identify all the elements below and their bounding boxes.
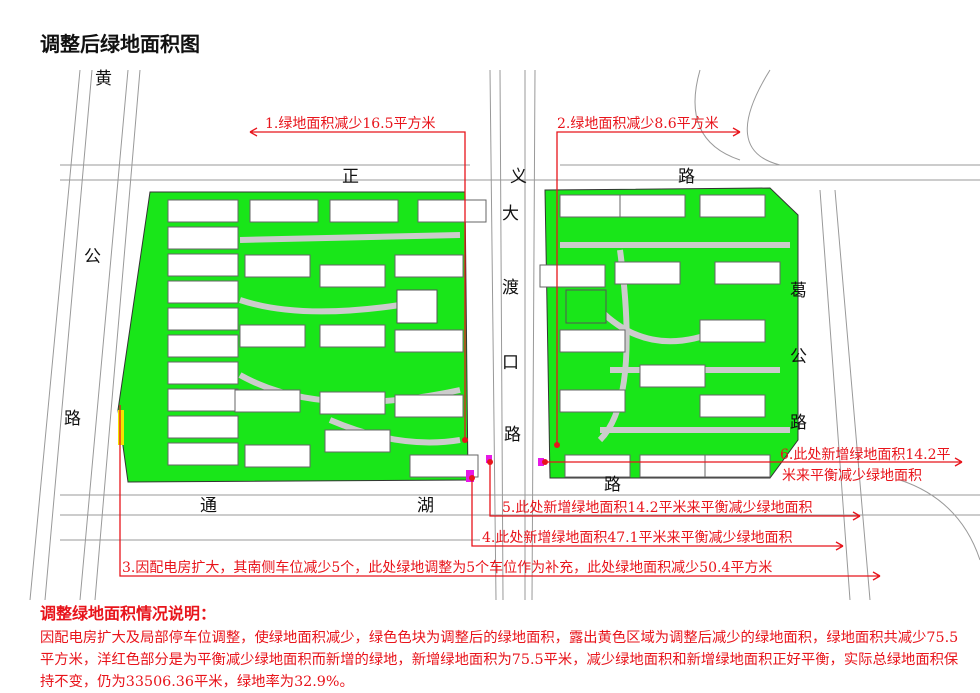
road-label: 路 bbox=[790, 413, 807, 433]
page-title: 调整后绿地面积图 bbox=[40, 32, 200, 56]
building bbox=[639, 364, 706, 388]
anchor-dots bbox=[462, 437, 560, 481]
annotation-4: 4.此处新增绿地面积47.1平米来平衡减少绿地面积 bbox=[482, 530, 793, 546]
building bbox=[394, 329, 464, 353]
building bbox=[394, 254, 464, 278]
buildings bbox=[167, 194, 781, 478]
building bbox=[167, 442, 239, 466]
building bbox=[167, 307, 239, 331]
building bbox=[559, 194, 626, 218]
added-area-6 bbox=[538, 458, 544, 466]
added-area-5 bbox=[486, 455, 492, 463]
building bbox=[704, 454, 771, 478]
building bbox=[239, 324, 306, 348]
road-label: 黄 bbox=[95, 69, 112, 89]
plaza-east bbox=[565, 289, 607, 324]
site-plan: 黄 公 路 正 义 路 大 渡 口 路 葛 公 路 通 湖 路 1.绿地面积减少… bbox=[29, 69, 980, 600]
building bbox=[244, 444, 311, 468]
annotation-1: 1.绿地面积减少16.5平方米 bbox=[265, 116, 436, 132]
building bbox=[699, 394, 766, 418]
road-label: 口 bbox=[502, 353, 519, 373]
building bbox=[699, 194, 766, 218]
building bbox=[699, 319, 766, 343]
road-label: 义 bbox=[510, 167, 527, 187]
annotation-6-line2: 米来平衡减少绿地面积 bbox=[782, 468, 922, 484]
road-label: 路 bbox=[64, 409, 81, 429]
plaza-west bbox=[396, 289, 438, 324]
building bbox=[319, 264, 386, 288]
road-label: 路 bbox=[504, 425, 521, 445]
building bbox=[564, 454, 631, 478]
road-label: 路 bbox=[678, 167, 695, 187]
building bbox=[249, 199, 319, 223]
building bbox=[559, 329, 626, 353]
building bbox=[417, 199, 487, 223]
building bbox=[539, 264, 606, 288]
building bbox=[167, 253, 239, 277]
annotation-5: 5.此处新增绿地面积14.2平米来平衡减少绿地面积 bbox=[502, 500, 813, 516]
building bbox=[244, 254, 311, 278]
building bbox=[167, 361, 239, 385]
building bbox=[324, 429, 391, 453]
building bbox=[559, 389, 626, 413]
explanation-notes: 调整绿地面积情况说明： 因配电房扩大及局部停车位调整，使绿地面积减少，绿色色块为… bbox=[40, 600, 970, 693]
road-labels: 黄 公 路 正 义 路 大 渡 口 路 葛 公 路 通 湖 路 bbox=[64, 69, 807, 516]
building bbox=[167, 199, 239, 223]
annotation-6-line1: 6.此处新增绿地面积14.2平 bbox=[780, 447, 951, 463]
building bbox=[409, 454, 479, 478]
building bbox=[614, 261, 681, 285]
building bbox=[167, 334, 239, 358]
road-label: 公 bbox=[84, 247, 101, 267]
road-label: 渡 bbox=[502, 278, 519, 298]
building bbox=[714, 261, 781, 285]
annotation-3: 3.因配电房扩大，其南侧车位减少5个，此处绿地调整为5个车位作为补充，此处绿地面… bbox=[122, 559, 772, 576]
notes-heading: 调整绿地面积情况说明： bbox=[40, 604, 217, 623]
building bbox=[319, 391, 386, 415]
building bbox=[329, 199, 399, 223]
road-label: 大 bbox=[502, 204, 519, 224]
building bbox=[167, 415, 239, 439]
building bbox=[167, 226, 239, 250]
annotation-2: 2.绿地面积减少8.6平方米 bbox=[557, 116, 719, 132]
building bbox=[394, 394, 464, 418]
road-label: 葛 bbox=[790, 281, 807, 301]
building bbox=[639, 454, 706, 478]
road-label: 正 bbox=[342, 167, 359, 187]
road-label: 湖 bbox=[417, 496, 434, 516]
building bbox=[234, 389, 301, 413]
notes-body: 因配电房扩大及局部停车位调整，使绿地面积减少，绿色色块为调整后的绿地面积，露出黄… bbox=[40, 630, 959, 690]
building bbox=[167, 388, 239, 412]
leader-lines bbox=[119, 127, 963, 581]
road-label: 通 bbox=[200, 496, 217, 516]
road-label: 路 bbox=[604, 475, 621, 495]
building bbox=[619, 194, 686, 218]
road-label: 公 bbox=[790, 347, 807, 367]
building bbox=[319, 324, 386, 348]
reduced-area-yellow bbox=[118, 410, 124, 445]
building bbox=[167, 280, 239, 304]
road-lines bbox=[29, 69, 980, 600]
